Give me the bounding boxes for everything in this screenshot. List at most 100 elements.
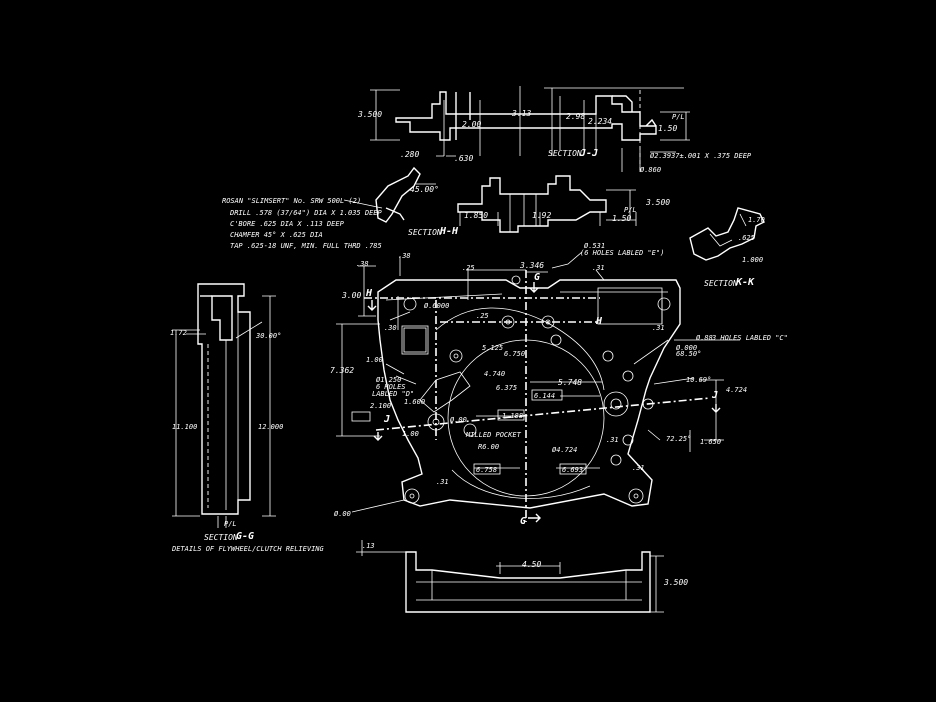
- jj-dim-3500: 3.500: [357, 110, 382, 119]
- plan-dim-38a: .38: [356, 260, 369, 268]
- plan-dim-100b: 1.00: [402, 430, 419, 438]
- plan-dim-6000: Ø.6000: [424, 302, 449, 310]
- jj-dim-298: 2.98: [566, 112, 585, 121]
- gg-caption: DETAILS OF FLYWHEEL/CLUTCH RELIEVING: [171, 545, 325, 553]
- plan-dim-holes-d: 6 HOLES: [376, 383, 406, 391]
- plan-dim-31b: .31: [436, 478, 449, 486]
- hh-dim-3500: 3.500: [645, 198, 670, 207]
- section-jj-view: 3.500 2.00 3.13 2.98 2.234 .280 .630 1.5…: [357, 86, 752, 174]
- gg-dim-172: 1.72: [170, 329, 187, 337]
- section-kk-view: 1.70 .625 1.000 SECTION K-K: [689, 207, 765, 288]
- hh-dim-angle: 45.00°: [410, 185, 439, 194]
- plan-dim-holes-e: (6 HOLES LABLED "E"): [580, 249, 664, 257]
- plan-dim-labeled-d: LABLED "D": [372, 390, 414, 398]
- plan-dim-milled: MILLED POCKET: [465, 431, 522, 439]
- kk-dim-170: 1.70: [748, 216, 765, 224]
- bottom-section-view: .13 4.50 3.500: [356, 540, 688, 613]
- plan-dim-4740: 4.740: [484, 370, 505, 378]
- note-line-3: C'BORE .625 DIA X .113 DEEP: [230, 220, 345, 228]
- note-line-1: ROSAN "SLIMSERT" No. SRW 500L (2): [222, 197, 361, 205]
- hh-dim-150: 1.50: [612, 214, 631, 223]
- main-plan-view: .38 .38 .25 3.346 .31 3.00 Ø.6000 .25 5.…: [330, 242, 788, 527]
- plan-dim-1600: 1.600: [404, 398, 425, 406]
- plan-dim-7362: 7.362: [330, 366, 354, 375]
- plan-dim-31c: .31: [652, 324, 665, 332]
- plan-dim-6758: 6.758: [476, 466, 497, 474]
- plan-dim-25a: .25: [462, 264, 475, 272]
- plan-dim-88: Ø.88: [696, 334, 713, 342]
- plan-dim-6693: 6.693: [562, 466, 583, 474]
- kk-section-label: SECTION: [704, 279, 738, 288]
- jj-dim-630: .630: [454, 154, 473, 163]
- plan-dim-2100: 2.100: [370, 402, 391, 410]
- hh-dim-pa: P/L: [624, 206, 637, 214]
- kk-dim-625: .625: [738, 234, 755, 242]
- note-line-5: TAP .625-18 UNF, MIN. FULL THRD .785: [230, 242, 382, 250]
- hh-dim-192: 1.92: [532, 211, 551, 220]
- jj-section-label: SECTION: [548, 149, 582, 158]
- plan-dim-holes-c: 3 HOLES LABLED "C": [711, 334, 788, 342]
- plan-dim-6144: 6.144: [534, 392, 555, 400]
- plan-dim-4724: 4.724: [726, 386, 747, 394]
- cut-letter-h-left: H: [365, 288, 373, 299]
- gg-section-label: SECTION: [204, 533, 238, 542]
- hh-dim-1850: 1.850: [464, 211, 488, 220]
- plan-dim-1650: 1.650: [700, 438, 721, 446]
- cut-letter-j-left: J: [383, 414, 390, 425]
- section-hh-view: 45.00° 1.850 1.92 1.50 3.500 P/L SECTION…: [375, 166, 670, 237]
- plan-dim-1250: Ø1.250: [376, 376, 401, 384]
- gg-dim-11100: 11.100: [172, 423, 197, 431]
- plan-dim-6375: 6.375: [496, 384, 517, 392]
- plan-dim-00: Ø.00: [334, 510, 351, 518]
- plan-dim-00b: Ø.00: [450, 416, 467, 424]
- jj-dim-280: .280: [400, 150, 419, 159]
- jj-dim-200: 2.00: [462, 120, 481, 129]
- gg-section-id: G-G: [236, 531, 254, 542]
- jj-dim-bore: Ø2.3937±.001 X .375 DEEP: [650, 152, 752, 160]
- note-line-4: CHAMFER 45° X .625 DIA: [230, 231, 323, 239]
- plan-dim-100a: 1.00: [366, 356, 383, 364]
- cut-letter-g-top: G: [534, 272, 540, 283]
- gg-dim-angle: 30.00°: [255, 332, 281, 340]
- plan-dim-31d: .31: [632, 464, 645, 472]
- plan-dim-25b: .25: [476, 312, 489, 320]
- plan-dim-31a: .31: [592, 264, 605, 272]
- cut-letter-h-right: H: [595, 316, 603, 327]
- plan-dim-a6850: 68.50°: [676, 350, 701, 358]
- bottom-dim-3500: 3.500: [663, 578, 688, 587]
- jj-section-id: J-J: [579, 148, 598, 159]
- plan-dim-6750: 6.750: [504, 350, 525, 358]
- gg-dim-pa: P/L: [224, 520, 237, 528]
- plan-dim-1188: 1.188: [502, 412, 523, 420]
- kk-section-id: K-K: [735, 277, 755, 288]
- bottom-dim-450: 4.50: [522, 560, 541, 569]
- section-gg-view: 1.72 30.00° 11.100 12.000 P/L SECTION G-…: [170, 283, 325, 553]
- cut-letter-j-right: J: [711, 390, 718, 401]
- rosan-insert-notes: ROSAN "SLIMSERT" No. SRW 500L (2) DRILL …: [222, 197, 383, 250]
- plan-dim-r600: R6.00: [478, 443, 499, 451]
- plan-dim-30: .30: [384, 324, 397, 332]
- bottom-dim-13: .13: [362, 542, 375, 550]
- plan-dim-a7225: 72.25°: [666, 435, 691, 443]
- jj-dim-150: 1.50: [658, 124, 677, 133]
- cut-letter-g-bottom: G: [520, 516, 526, 527]
- gg-dim-12000: 12.000: [258, 423, 283, 431]
- hh-section-id: H-H: [439, 226, 459, 237]
- jj-dim-313: 3.13: [511, 109, 531, 118]
- plan-dim-4724c: Ø4.724: [552, 446, 577, 454]
- plan-dim-000b: Ø.000: [676, 344, 697, 352]
- hh-section-label: SECTION: [408, 228, 442, 237]
- jj-dim-860: Ø.860: [640, 166, 661, 174]
- plan-dim-a1069: 10.69°: [686, 376, 711, 384]
- plan-dim-5748: 5.748: [558, 378, 582, 387]
- plan-dim-531: Ø.531: [584, 242, 605, 250]
- plan-dim-5125: 5.125: [482, 344, 503, 352]
- note-line-2: DRILL .578 (37/64") DIA X 1.035 DEEP: [229, 209, 383, 217]
- jj-dim-pa: P/L: [672, 113, 685, 121]
- plan-dim-3346: 3.346: [519, 261, 544, 270]
- plan-dim-38b: .38: [398, 252, 411, 260]
- kk-dim-1000: 1.000: [742, 256, 763, 264]
- plan-dim-31e: .31: [606, 436, 619, 444]
- plan-dim-300: 3.00: [341, 291, 361, 300]
